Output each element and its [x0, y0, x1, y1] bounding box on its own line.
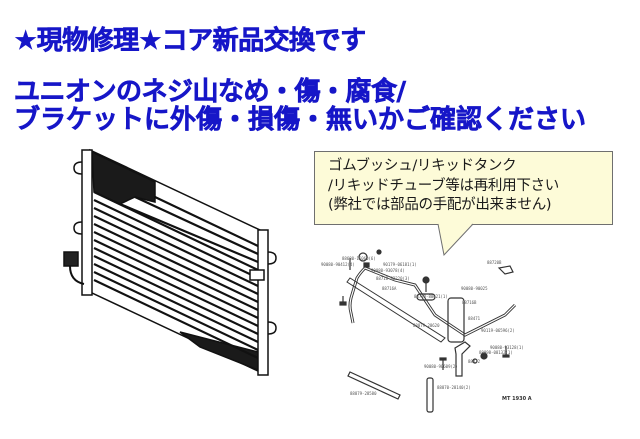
part-label: 88716A — [382, 286, 397, 291]
part-label: 90080-90609(2) — [424, 364, 458, 369]
part-label: 88471 — [468, 316, 481, 321]
part-label: 88680-16060(6) — [342, 256, 376, 261]
part-label: 88879-28580 — [350, 391, 377, 396]
part-label: 90080-90025 — [461, 286, 488, 291]
headline-union-damage: ユニオンのネジ山なめ・傷・腐食/ — [14, 77, 407, 107]
callout-line: ゴムブッシュ/リキッドタンク — [328, 158, 517, 174]
headline-bracket-check: ブラケットに外傷・損傷・無いかご確認ください — [14, 105, 587, 136]
part-label: 90080-93128(1) — [490, 345, 524, 350]
callout-tail — [437, 223, 474, 257]
part-label: 90080-90412(4) — [321, 262, 355, 267]
part-label: 88718-88621(1) — [414, 294, 448, 299]
part-label: 88879-28620 — [413, 323, 440, 328]
part-label: 88898-08132(1) — [479, 350, 513, 355]
part-label: 90179-06181(1) — [383, 262, 417, 267]
part-label: 88472 — [468, 359, 481, 364]
part-label: 88716B — [462, 300, 477, 305]
headline-repair-notice: ★現物修理★コア新品交換です — [14, 26, 367, 57]
part-label: 88718-92220(3) — [376, 276, 410, 281]
drawing-id-label: MT 1930 A — [502, 396, 532, 402]
callout-reuse-notice: ゴムブッシュ/リキッドタンク /リキッドチューブ等は再利用下さい (弊社では部品… — [314, 151, 613, 225]
callout-line: (弊社では部品の手配が出来ません) — [328, 197, 552, 213]
part-label: 90119-06596(2) — [481, 328, 515, 333]
callout-line: /リキッドチューブ等は再利用下さい — [328, 177, 559, 194]
part-label: 88870-28140(2) — [437, 385, 471, 390]
condenser-illustration — [63, 148, 277, 376]
parts-exploded-diagram — [339, 249, 517, 413]
part-label: 88720B — [487, 260, 502, 265]
part-label: 90080-93078(4) — [371, 268, 405, 273]
